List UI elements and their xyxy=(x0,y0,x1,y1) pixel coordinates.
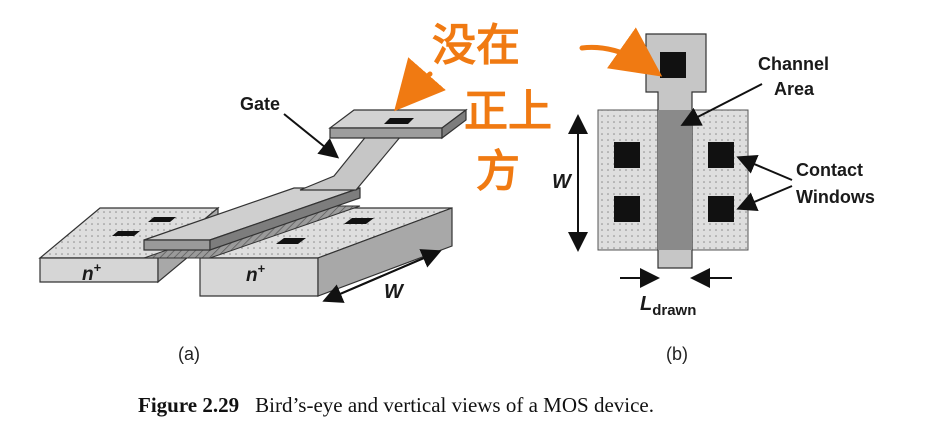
handwritten-annotation: 没在 正上 方 xyxy=(394,20,663,197)
source-label: n+ xyxy=(82,260,102,285)
contact-label-line2: Windows xyxy=(796,187,875,207)
annotation-line1: 没在 xyxy=(432,20,520,71)
panel-b-top-view: W Ldrawn Channel Area Contact Windows (b… xyxy=(552,33,875,364)
gate-poly xyxy=(143,108,468,251)
channel-label-line1: Channel xyxy=(758,54,829,74)
channel-area xyxy=(658,110,692,250)
annotation-line2: 正上 xyxy=(464,86,552,137)
annotation-arrow-left xyxy=(394,57,446,112)
gate-arrow xyxy=(283,113,340,159)
contact-arrow-top xyxy=(736,155,793,181)
annotation-arrow-right xyxy=(579,27,663,77)
panel-a-3d-view: Gate n+ n+ W (a) xyxy=(38,94,468,364)
contact-window xyxy=(614,142,640,168)
drain-label: n+ xyxy=(246,261,266,286)
drain-diffusion xyxy=(199,207,453,297)
panel-b-label: (b) xyxy=(666,344,688,364)
contact-label-line1: Contact xyxy=(796,160,863,180)
gate-contact xyxy=(660,52,686,78)
contact-window xyxy=(614,196,640,222)
contact-window xyxy=(708,196,734,222)
length-label: Ldrawn xyxy=(640,293,696,319)
width-label-b: W xyxy=(552,171,573,193)
gate-label: Gate xyxy=(240,94,280,114)
panel-a-label: (a) xyxy=(178,344,200,364)
contact-arrow-bottom xyxy=(736,185,793,211)
contact-window xyxy=(708,142,734,168)
channel-label-line2: Area xyxy=(774,79,815,99)
annotation-line3: 方 xyxy=(476,146,520,197)
width-label-a: W xyxy=(384,281,405,303)
channel-arrow xyxy=(680,83,763,126)
